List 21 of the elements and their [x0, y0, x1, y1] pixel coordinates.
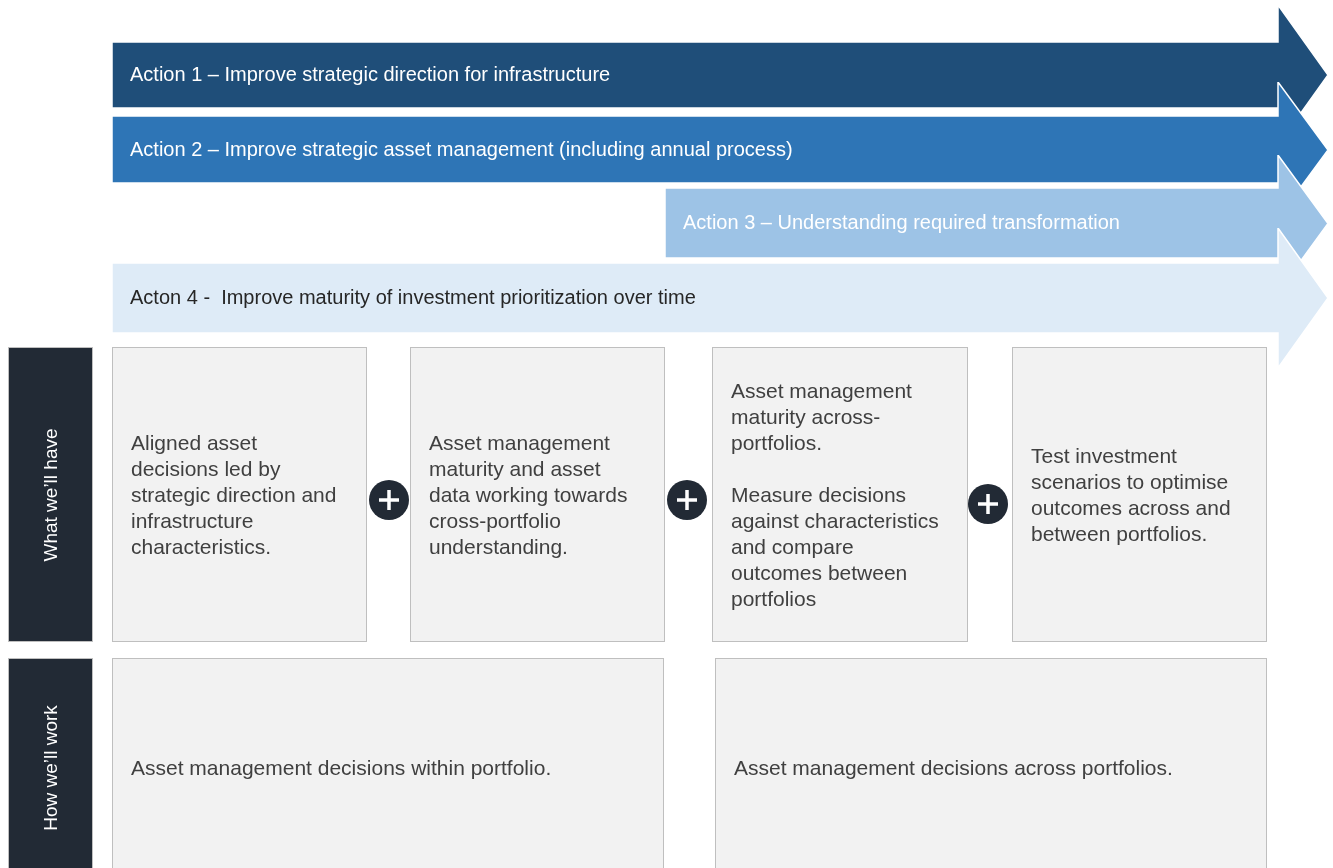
- row-header-text: What we’ll have: [39, 427, 62, 562]
- box-text: Test investment scenarios to optimise outcomes across and between portfolios.: [1031, 442, 1232, 547]
- action-label: Acton 4 - Improve maturity of investment prioritization over time: [130, 286, 696, 309]
- action-label: Action 1 – Improve strategic direction for infrastructure: [130, 63, 611, 86]
- box-text: Asset management decisions across portfolios.: [734, 755, 1174, 781]
- row-header-text: How we’ll work: [39, 705, 62, 831]
- row-header: [8, 347, 93, 642]
- box-text: Asset management decisions within portfolio.: [131, 755, 553, 781]
- outcome-box: [712, 347, 968, 642]
- action-label: Action 2 – Improve strategic asset management (including annual process): [130, 137, 793, 161]
- box-text: Asset management maturity across-portfolios.: [731, 377, 913, 456]
- outcome-box: [1012, 347, 1267, 642]
- outcome-box: [112, 658, 664, 868]
- outcome-box: [410, 347, 665, 642]
- box-text: Measure decisions against characteristics and compare outcomes between portfolios: [731, 481, 940, 612]
- action-label: Action 3 – Understanding required transformation: [683, 211, 1120, 234]
- row-header: [8, 658, 93, 868]
- box-text: Asset management maturity and asset data working towards cross-portfolio understanding.: [429, 429, 629, 560]
- outcome-box: [715, 658, 1267, 868]
- outcome-box: [112, 347, 367, 642]
- box-text: Aligned asset decisions led by strategic direction and infrastructure characteristics.: [131, 429, 338, 560]
